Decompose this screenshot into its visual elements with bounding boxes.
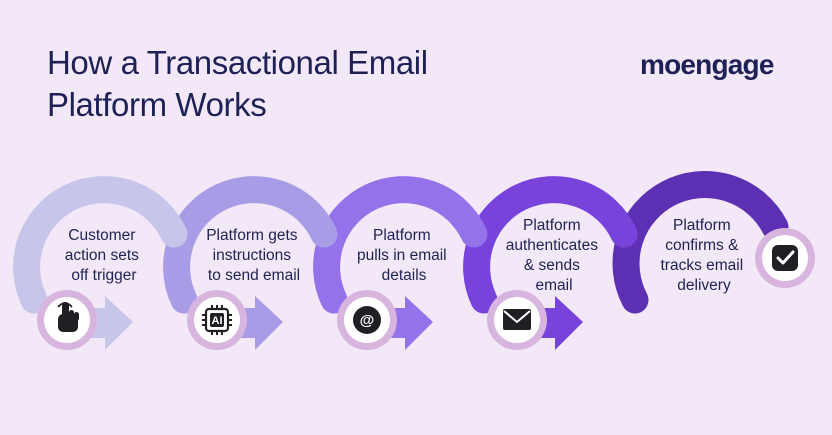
at-sign-label: @ xyxy=(360,312,375,329)
step-3: Platform pulls in email details @ xyxy=(313,176,488,350)
step-5-line-3: tracks email xyxy=(661,257,744,274)
page-title: How a Transactional Email Platform Works xyxy=(47,42,467,126)
at-sign-icon: @ xyxy=(353,306,381,334)
step-5-line-4: delivery xyxy=(677,277,731,294)
step-3-text: Platform pulls in email details xyxy=(357,227,451,284)
moengage-logo: moengage xyxy=(640,49,774,80)
ai-chip-icon: AI xyxy=(202,305,232,335)
step-4-text: Platform authenticates & sends email xyxy=(506,217,603,294)
step-5: Platform confirms & tracks email deliver… xyxy=(612,171,815,314)
step-1-arrow xyxy=(88,296,133,350)
step-4: Platform authenticates & sends email xyxy=(463,176,638,350)
step-3-arc xyxy=(313,176,488,314)
step-2-line-2: instructions xyxy=(213,247,292,264)
envelope-icon xyxy=(503,309,531,330)
hand-pointer-icon xyxy=(57,302,79,332)
step-2-arrow xyxy=(238,296,283,350)
step-4-line-4: email xyxy=(535,277,572,294)
step-5-arc xyxy=(612,171,789,314)
step-1-line-3: off trigger xyxy=(71,267,136,284)
ai-chip-label: AI xyxy=(212,315,223,327)
step-3-line-1: Platform xyxy=(373,227,431,244)
step-1-text: Customer action sets off trigger xyxy=(65,227,143,284)
step-1-arc xyxy=(13,176,188,314)
step-5-line-1: Platform xyxy=(673,217,731,234)
checkmark-icon xyxy=(772,245,798,271)
title-line-2: Platform Works xyxy=(47,86,267,123)
step-4-arrow xyxy=(538,296,583,350)
title-line-1: How a Transactional Email xyxy=(47,44,428,81)
step-3-arrow xyxy=(388,296,433,350)
step-1-line-1: Customer xyxy=(68,227,135,244)
step-2-text: Platform gets instructions to send email xyxy=(206,227,302,284)
step-5-line-2: confirms & xyxy=(665,237,739,254)
step-1: Customer action sets off trigger xyxy=(13,176,188,350)
step-5-text: Platform confirms & tracks email deliver… xyxy=(661,217,748,294)
step-2-arc xyxy=(163,176,338,314)
step-1-line-2: action sets xyxy=(65,247,139,264)
step-4-arc xyxy=(463,176,638,314)
step-2-line-1: Platform gets xyxy=(206,227,298,244)
step-4-line-2: authenticates xyxy=(506,237,598,254)
step-3-line-2: pulls in email xyxy=(357,247,447,264)
step-2: Platform gets instructions to send email xyxy=(163,176,338,350)
step-4-line-1: Platform xyxy=(523,217,581,234)
step-3-line-3: details xyxy=(382,267,427,284)
step-4-line-3: & sends xyxy=(524,257,580,274)
step-2-line-3: to send email xyxy=(208,267,300,284)
